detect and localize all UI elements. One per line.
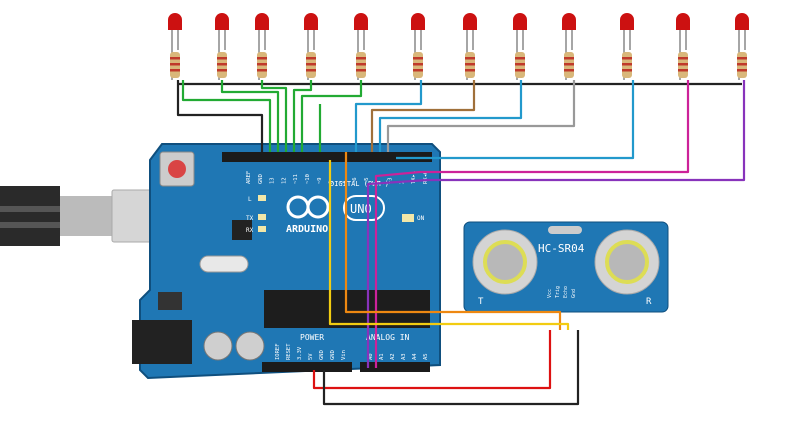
digital-pin-label-9: ~6	[352, 177, 358, 184]
wire-sensor-echo	[328, 160, 570, 330]
sensor-pin-trig: Trig	[555, 286, 561, 298]
digital-pin-label-15: RX◂0	[423, 171, 429, 184]
board-model: UNO	[350, 202, 372, 216]
led-6	[411, 13, 425, 80]
sensor-pin-gnd: Gnd	[571, 289, 577, 298]
analog-pin-label-4: A4	[412, 353, 418, 360]
digital-pin-label-7: 8	[329, 181, 335, 184]
sensor-name: HC-SR04	[538, 242, 585, 255]
led-2	[215, 13, 229, 80]
led-label-tx: TX	[246, 215, 254, 222]
power-pin-label-6: Vin	[341, 350, 347, 360]
led-7	[463, 13, 477, 80]
wire-sensor-gnd	[322, 330, 580, 406]
usb-cable	[0, 186, 183, 246]
digital-pin-label-3: 12	[281, 177, 287, 184]
led-3	[255, 13, 269, 80]
analog-pin-label-2: A2	[390, 353, 396, 360]
digital-pin-label-8: 7	[340, 181, 346, 184]
power-pin-label-2: 3.3V	[297, 346, 303, 360]
wire-led-10	[386, 80, 576, 152]
wire-led-11	[396, 80, 635, 160]
wire-led-3	[260, 80, 288, 152]
wire-sensor-vcc	[312, 330, 552, 390]
analog-pin-label-3: A3	[401, 353, 407, 360]
digital-section-label: DIGITAL (PWM~)	[330, 180, 389, 188]
led-11	[676, 13, 690, 80]
sensor-pin-echo: Echo	[563, 286, 569, 298]
wire-led-13	[366, 80, 746, 368]
analog-pin-label-1: A1	[379, 353, 385, 360]
arduino-logo	[286, 195, 385, 221]
wire-led-9	[378, 80, 523, 152]
digital-pin-label-6: ~9	[317, 177, 323, 184]
on-label: ON	[417, 215, 425, 222]
digital-pin-label-0: AREF	[246, 171, 252, 184]
led-label-l: L	[248, 196, 252, 203]
led-1	[168, 13, 182, 80]
digital-pin-label-14: TX▸1	[411, 171, 417, 184]
wires	[176, 80, 746, 406]
sensor-pin-vcc: Vcc	[547, 289, 553, 298]
analog-pin-labels: A0 A1 A2 A3 A4 A5	[368, 353, 429, 360]
digital-pin-label-2: 13	[270, 177, 276, 184]
wire-led-12	[374, 80, 690, 368]
sensor-right-mark: R	[646, 297, 652, 307]
power-section-label: POWER	[300, 333, 324, 342]
wire-led-1	[181, 80, 272, 152]
analog-pin-label-5: A5	[423, 353, 429, 360]
led-5	[354, 13, 368, 80]
digital-header	[222, 152, 432, 162]
analog-pin-label-0: A0	[368, 353, 374, 360]
power-pin-labels: IOREF RESET 3.3V 5V GND GND Vin	[275, 343, 347, 360]
led-9	[562, 13, 576, 80]
led-label-rx: RX	[246, 227, 254, 234]
wire-led-5	[300, 80, 363, 152]
analog-header	[360, 362, 430, 372]
led-10	[620, 13, 634, 80]
wire-led-7	[354, 80, 423, 152]
wire-ground-bus	[176, 80, 742, 152]
wire-sensor-trig	[344, 152, 562, 330]
wire-led-2	[220, 80, 280, 152]
wire-led-8	[370, 80, 476, 152]
hc-sr04-sensor: HC-SR04 T R Vcc Trig Echo Gnd	[463, 221, 669, 313]
digital-pin-label-12: ~3	[388, 177, 394, 184]
power-header	[262, 362, 352, 372]
arduino-board: ARDUINO UNO DIGITAL (PWM~) POWER ANALOG …	[132, 143, 441, 380]
power-pin-label-4: GND	[319, 350, 325, 360]
reset-button[interactable]	[168, 160, 186, 178]
digital-pin-label-10: ~5	[364, 177, 370, 184]
analog-section-label: ANALOG IN	[366, 333, 410, 342]
power-pin-label-3: 5V	[308, 353, 314, 360]
led-8	[513, 13, 527, 80]
sensor-left-mark: T	[478, 297, 484, 307]
digital-pin-label-11: 4	[376, 180, 382, 184]
power-pin-label-0: IOREF	[275, 343, 281, 360]
power-pin-label-5: GND	[330, 350, 336, 360]
led-row	[168, 13, 749, 80]
wire-led-4	[292, 80, 313, 152]
power-pin-label-1: RESET	[286, 343, 292, 360]
led-12	[735, 13, 749, 80]
led-4	[304, 13, 318, 80]
digital-pin-label-4: ~11	[293, 174, 299, 184]
digital-pin-label-1: GND	[258, 174, 264, 184]
board-name: ARDUINO	[286, 224, 328, 235]
digital-pin-label-5: ~10	[305, 174, 311, 184]
